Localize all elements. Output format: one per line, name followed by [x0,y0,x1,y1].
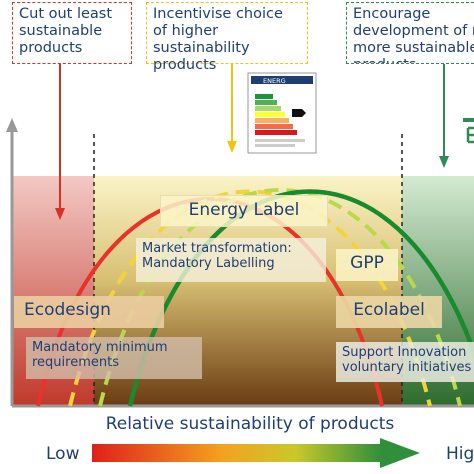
ecodesign-text: Ecodesign [24,300,111,320]
curve-darkgreen [127,189,474,407]
arrow-red-head [55,208,65,220]
energy-label-text: Energy Label [188,200,300,220]
market-transformation-text: Market transformation: Mandatory Labelli… [142,241,292,271]
axis-high-label: High [446,444,474,464]
axis-title-text: Relative sustainability of products [105,414,395,434]
energy-label-tag: Energy Label [160,195,328,227]
gpp-tag: GPP [336,249,398,281]
arrow-yellow-head [227,141,237,153]
mandatory-minimum-text: Mandatory minimum requirements [32,340,168,370]
eu-ecolabel-mark [463,118,474,144]
top-box-incentivise-text: Incentivise choice of higher sustainabil… [153,6,283,73]
energy-label-header: ENERG [263,77,286,85]
top-box-incentivise: Incentivise choice of higher sustainabil… [146,2,308,73]
sustainability-arrowhead [380,438,420,468]
ecolabel-tag: Ecolabel [336,296,442,328]
gpp-text: GPP [350,253,384,273]
axis-title: Relative sustainability of products [100,414,400,434]
top-box-cut-out-text: Cut out least sustainable products [19,6,113,56]
ecolabel-text: Ecolabel [353,300,425,320]
energy-label-graphic: ENERG [247,72,317,154]
axis-high-text: High [446,444,474,464]
top-box-encourage-text: Encourage development of new, more susta… [353,6,474,63]
top-box-encourage: Encourage development of new, more susta… [346,2,474,64]
vertical-axis-arrow [6,118,18,132]
market-transformation-note: Market transformation: Mandatory Labelli… [136,238,326,282]
axis-low-text: Low [46,444,80,464]
sustainability-gradient-bar [92,444,382,462]
support-innovation-note: Support Innovation voluntary initiatives [336,342,474,382]
ecodesign-tag: Ecodesign [14,296,164,328]
mandatory-minimum-note: Mandatory minimum requirements [26,337,202,379]
axis-low-label: Low [46,444,79,464]
arrow-green-head [439,156,449,168]
top-box-cut-out: Cut out least sustainable products [12,2,132,64]
support-innovation-text: Support Innovation voluntary initiatives [342,345,472,375]
